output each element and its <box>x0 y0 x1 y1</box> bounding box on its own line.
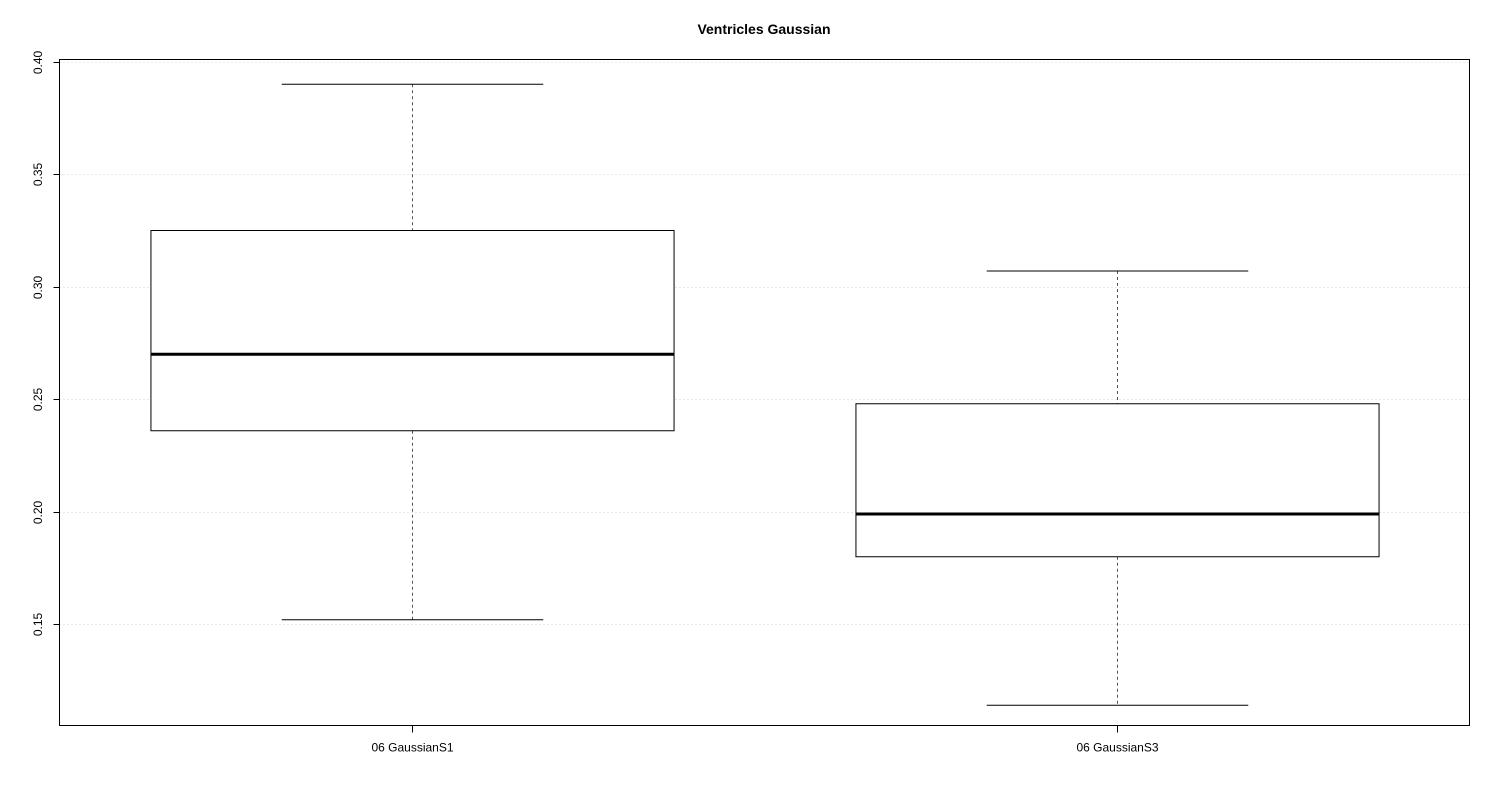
y-tick-label: 0.25 <box>31 387 45 411</box>
y-tick-label: 0.35 <box>31 162 45 186</box>
y-tick-label: 0.30 <box>31 275 45 299</box>
plot-frame <box>59 59 1470 726</box>
axes: 0.15 0.20 0.25 0.30 0.35 0.40 06 GaussianS1 06 … <box>31 50 1159 754</box>
box <box>855 403 1380 558</box>
y-tick-label: 0.40 <box>31 50 45 74</box>
chart-title: Ventricles Gaussian <box>697 21 831 37</box>
box <box>150 230 675 432</box>
x-tick-label: 06 GaussianS1 <box>371 741 453 755</box>
y-tick-label: 0.20 <box>31 500 45 524</box>
y-tick-label: 0.15 <box>31 612 45 636</box>
boxes <box>150 83 1380 706</box>
x-tick-label: 06 GaussianS3 <box>1076 741 1158 755</box>
